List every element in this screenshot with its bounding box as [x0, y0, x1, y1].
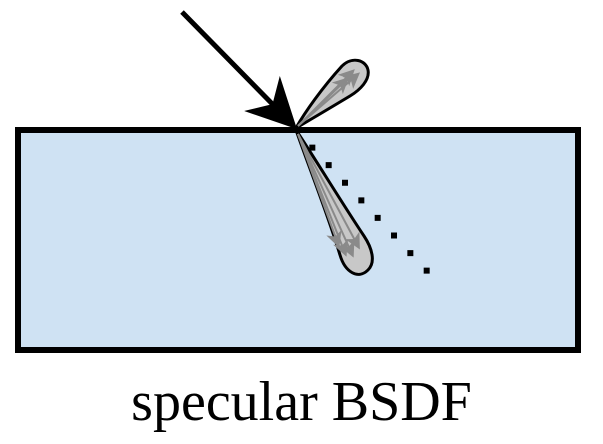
medium-block [15, 127, 581, 353]
incident-ray-arrow [180, 10, 298, 130]
reflection-lobe-arrows [297, 69, 361, 127]
diagram-caption: specular BSDF [131, 371, 472, 433]
transmission-lobe-arrows [297, 133, 360, 258]
